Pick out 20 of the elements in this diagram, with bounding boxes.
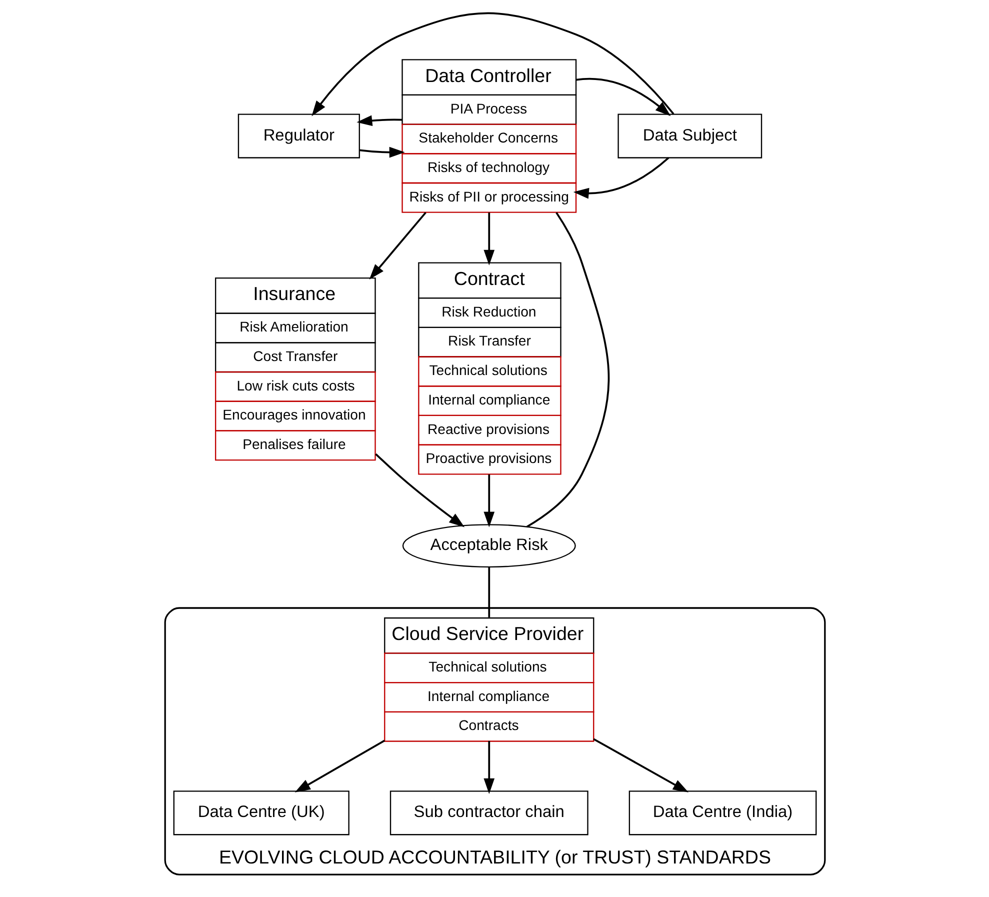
node-box: Sub contractor chain [389, 790, 588, 836]
arrow [368, 212, 426, 280]
arrow [311, 12, 674, 116]
arrow [572, 157, 669, 199]
arrow [592, 738, 688, 792]
connector [526, 212, 609, 528]
node-box: Data Centre (UK) [172, 790, 349, 836]
connector [488, 567, 490, 618]
arrow [483, 212, 494, 266]
arrow [294, 740, 385, 792]
arrow [483, 474, 494, 528]
arrow [374, 453, 464, 528]
arrow [576, 78, 670, 116]
node-box: Data Subject [617, 114, 762, 158]
arrow [483, 740, 494, 794]
node-box: Regulator [237, 114, 360, 158]
arrow [358, 146, 404, 158]
node-box: Data Centre (India) [628, 790, 816, 836]
arrow [356, 115, 402, 126]
node-ellipse: Acceptable Risk [402, 524, 576, 568]
